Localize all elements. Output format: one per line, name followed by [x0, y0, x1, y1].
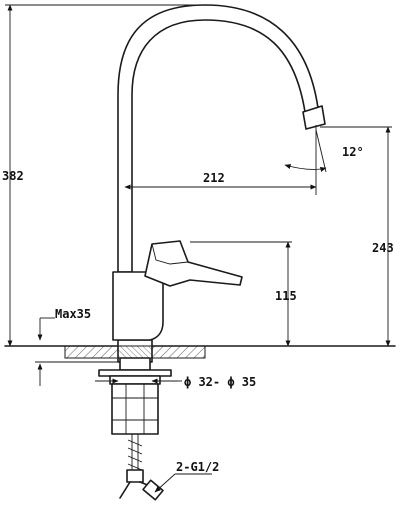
dim-counter-thickness	[35, 317, 118, 386]
dim-counter-thickness-label: Max35	[55, 307, 91, 321]
dim-spout-height	[320, 126, 392, 347]
dim-spout-angle-label: 12°	[342, 145, 364, 159]
countertop	[4, 339, 396, 363]
faucet-body	[112, 271, 164, 341]
dim-total-height	[5, 4, 205, 347]
dim-spout-angle	[284, 129, 327, 173]
lever-handle	[144, 240, 243, 287]
spout	[117, 4, 326, 273]
dim-handle-height	[190, 241, 292, 347]
dim-connection-label: 2-G1/2	[176, 460, 219, 474]
mounting-assembly	[98, 357, 172, 435]
dim-spout-reach	[124, 125, 317, 195]
dim-spout-height-label: 243	[372, 241, 394, 255]
dim-spout-reach-label: 212	[203, 171, 225, 185]
dim-connection	[154, 473, 212, 493]
dim-total-height-label: 382	[2, 169, 24, 183]
dim-hole-diameter-label: ϕ 32- ϕ 35	[184, 375, 256, 389]
flexible-hoses	[119, 434, 164, 501]
dim-handle-height-label: 115	[275, 289, 297, 303]
